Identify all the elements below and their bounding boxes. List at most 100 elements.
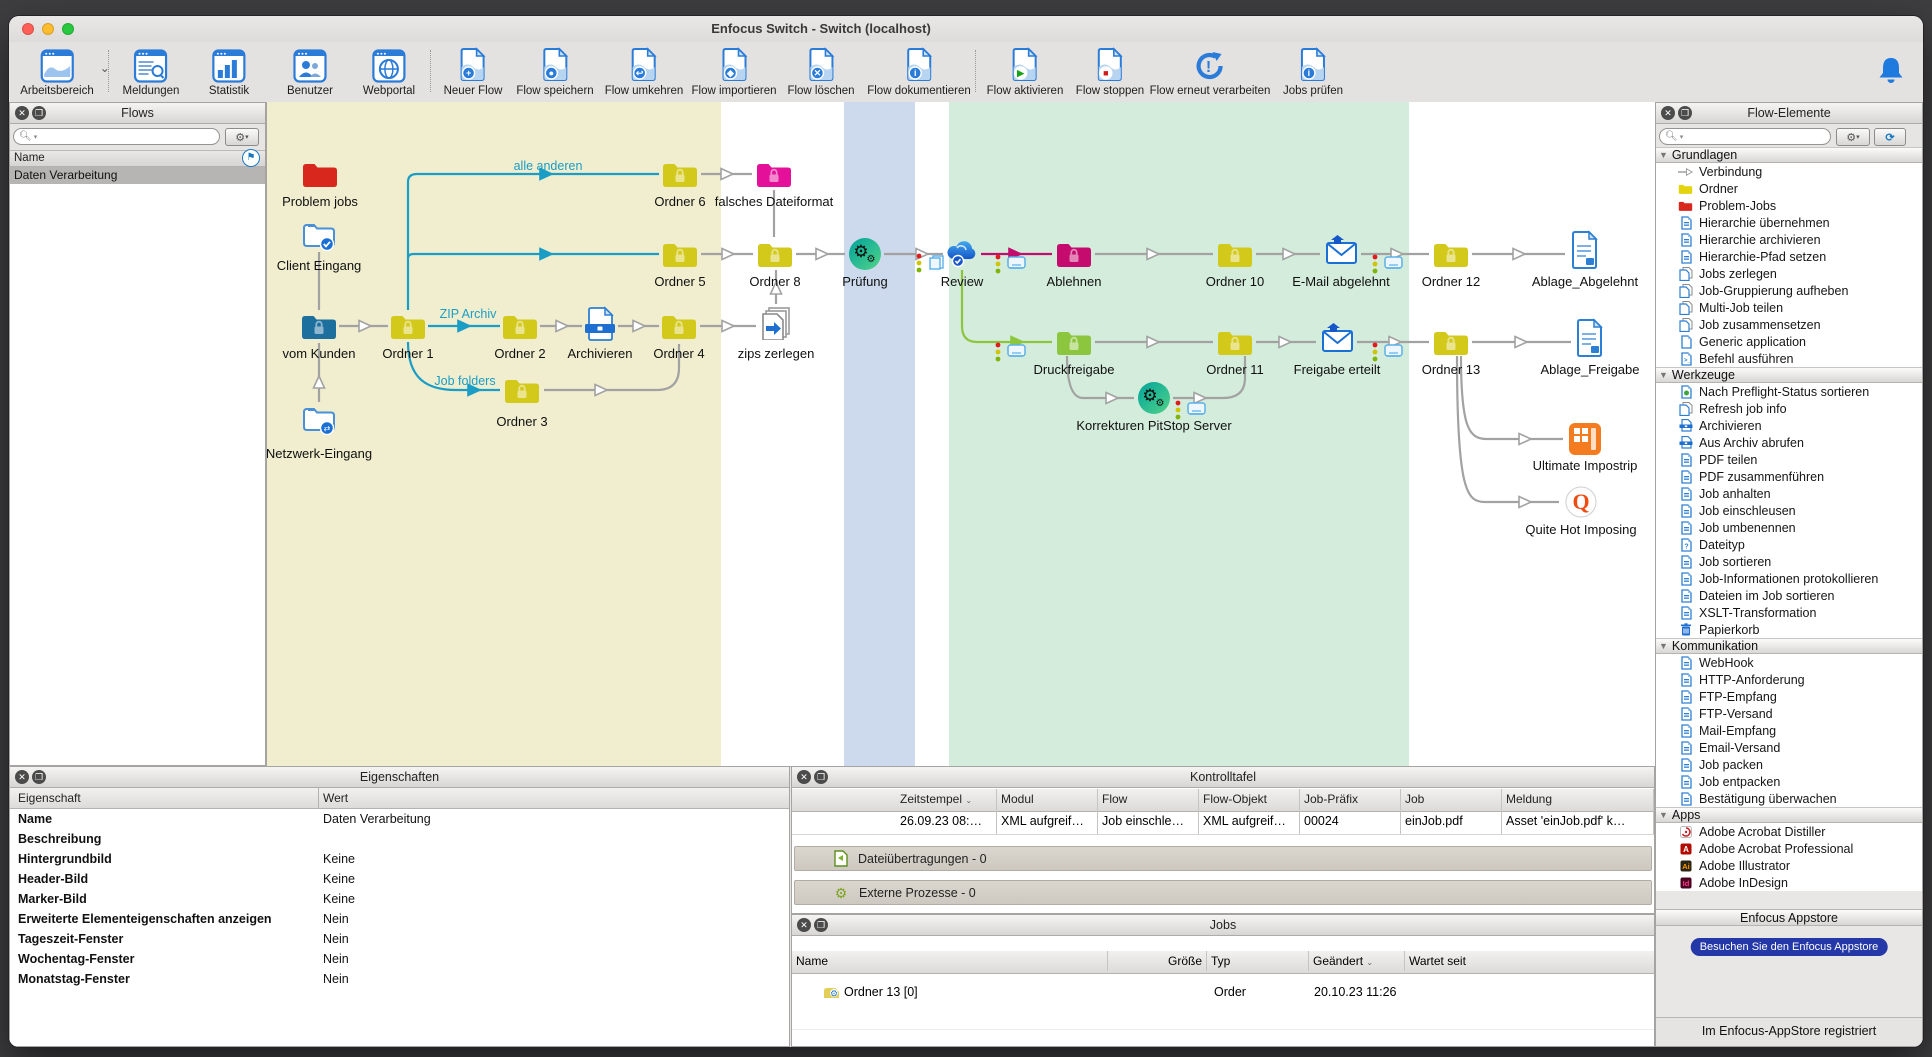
element-item-jobs-zerlegen[interactable]: Jobs zerlegen <box>1656 265 1922 282</box>
column-header-6[interactable]: Meldung <box>1502 789 1654 811</box>
value-column-header[interactable]: Wert <box>323 791 349 805</box>
flow-node-ordner-2[interactable]: Ordner 2 <box>494 312 558 361</box>
zoom-traffic-button[interactable] <box>62 23 74 35</box>
column-header-1[interactable]: Modul <box>997 789 1098 811</box>
close-panel-icon[interactable]: ✕ <box>1661 106 1675 120</box>
jobs-col-size[interactable]: Größe <box>1108 951 1207 971</box>
flow-node-quite-hot-imposing[interactable]: Q Quite Hot Imposing <box>1525 486 1637 537</box>
flow-node-problem-jobs[interactable]: Problem jobs <box>282 160 358 209</box>
collapsed-section-externe-prozesse[interactable]: ⚙Externe Prozesse - 0 <box>794 880 1652 905</box>
element-item-dateien-im-job-sortieren[interactable]: Dateien im Job sortieren <box>1656 587 1922 604</box>
toolbar-button-flow-speichern[interactable]: ● Flow speichern <box>516 47 594 97</box>
element-item-hierarchie-archivieren[interactable]: Hierarchie archivieren <box>1656 231 1922 248</box>
flow-node-ordner-10[interactable]: Ordner 10 <box>1206 240 1273 289</box>
column-header-2[interactable]: Flow <box>1098 789 1199 811</box>
jobs-col-waiting[interactable]: Wartet seit <box>1409 954 1466 968</box>
element-item-pdf-zusammenführen[interactable]: PDF zusammenführen <box>1656 468 1922 485</box>
flow-node-archivieren[interactable]: Archivieren <box>567 306 634 361</box>
property-column-header[interactable]: Eigenschaft <box>18 791 81 805</box>
close-panel-icon[interactable]: ✕ <box>15 106 29 120</box>
flow-node-druckfreigabe[interactable]: Druckfreigabe <box>1034 328 1114 377</box>
flow-list-item[interactable]: Daten Verarbeitung <box>10 167 265 184</box>
filter-flag-icon[interactable]: ⚑ <box>242 149 260 167</box>
flow-node-falsches-dateiformat[interactable]: falsches Dateiformat <box>715 160 833 209</box>
detach-panel-icon[interactable]: ❐ <box>32 106 46 120</box>
element-item-email-versand[interactable]: Email-Versand <box>1656 739 1922 756</box>
toolbar-button-flow-löschen[interactable]: ✕ Flow löschen <box>787 47 855 97</box>
toolbar-button-jobs-prüfen[interactable]: i Jobs prüfen <box>1283 47 1343 97</box>
toolbar-button-arbeitsbereich[interactable]: Arbeitsbereich⌄ <box>20 47 110 97</box>
control-table-row[interactable]: 26.09.23 08:…XML aufgreif…Job einschle…X… <box>792 811 1654 835</box>
element-item-pdf-teilen[interactable]: PDF teilen <box>1656 451 1922 468</box>
detach-panel-icon[interactable]: ❐ <box>814 918 828 932</box>
toolbar-button-flow-erneut-verarbeiten[interactable]: ! Flow erneut verarbeiten <box>1150 47 1270 97</box>
elements-options-button[interactable]: ⚙▾ <box>1836 128 1870 146</box>
elements-search-input[interactable] <box>1683 129 1830 144</box>
flow-node-ordner-4[interactable]: Ordner 4 <box>653 312 717 361</box>
flow-node-ordner-8[interactable]: Ordner 8 <box>749 240 813 289</box>
elements-section-kommunikation[interactable]: ▼Kommunikation <box>1656 638 1922 654</box>
toolbar-button-flow-importieren[interactable]: ◆ Flow importieren <box>692 47 777 97</box>
element-item-job-entpacken[interactable]: Job entpacken <box>1656 773 1922 790</box>
flow-node-korrekturen-pitstop[interactable]: ⚙ ⚙ Korrekturen PitStop Server <box>1076 381 1232 433</box>
element-item-job-gruppierung-aufheben[interactable]: Job-Gruppierung aufheben <box>1656 282 1922 299</box>
flow-node-ablage-freigabe[interactable]: Ablage_Freigabe <box>1540 318 1640 377</box>
jobs-table-row[interactable]: ⚙ Ordner 13 [0] Order 20.10.23 11:26 <box>792 981 1654 1011</box>
close-panel-icon[interactable]: ✕ <box>15 770 29 784</box>
toolbar-button-neuer-flow[interactable]: + Neuer Flow <box>444 47 502 97</box>
element-item-job-packen[interactable]: Job packen <box>1656 756 1922 773</box>
element-item-job-anhalten[interactable]: Job anhalten <box>1656 485 1922 502</box>
element-item-aus-archiv-abrufen[interactable]: Aus Archiv abrufen <box>1656 434 1922 451</box>
titlebar[interactable]: Enfocus Switch - Switch (localhost) <box>9 16 1923 42</box>
column-header-4[interactable]: Job-Präfix <box>1300 789 1401 811</box>
visit-appstore-button[interactable]: Besuchen Sie den Enfocus Appstore <box>1690 938 1888 956</box>
column-header-5[interactable]: Job <box>1401 789 1502 811</box>
element-item-hierarchie-übernehmen[interactable]: Hierarchie übernehmen <box>1656 214 1922 231</box>
element-item-refresh-job-info[interactable]: Refresh job info <box>1656 400 1922 417</box>
flow-node-ordner-11[interactable]: Ordner 11 <box>1206 328 1273 377</box>
flow-node-ordner-3[interactable]: Ordner 3 <box>496 376 560 429</box>
flows-search-field[interactable]: 🔍︎▾ <box>13 128 220 145</box>
flow-node-ablehnen[interactable]: Ablehnen <box>1047 240 1112 289</box>
toolbar-button-flow-umkehren[interactable]: ↩ Flow umkehren <box>605 47 683 97</box>
element-item-http-anforderung[interactable]: HTTP-Anforderung <box>1656 671 1922 688</box>
column-header-0[interactable]: Zeitstempel ⌄ <box>896 789 997 811</box>
flow-canvas[interactable]: Problem jobs Client Eingang vom Kunden O… <box>266 102 1658 767</box>
element-item-xslt-transformation[interactable]: XSLT-Transformation <box>1656 604 1922 621</box>
element-item-ftp-versand[interactable]: FTP-Versand <box>1656 705 1922 722</box>
detach-panel-icon[interactable]: ❐ <box>1678 106 1692 120</box>
element-item-problem-jobs[interactable]: Problem-Jobs <box>1656 197 1922 214</box>
element-item-adobe-acrobat-distiller[interactable]: Adobe Acrobat Distiller <box>1656 823 1922 840</box>
flow-node-ordner-6[interactable]: Ordner 6 <box>654 160 718 209</box>
toolbar-button-flow-aktivieren[interactable]: ▶ Flow aktivieren <box>987 47 1063 97</box>
elements-section-grundlagen[interactable]: ▼Grundlagen <box>1656 147 1922 163</box>
elements-section-werkzeuge[interactable]: ▼Werkzeuge <box>1656 367 1922 383</box>
element-item-papierkorb[interactable]: Papierkorb <box>1656 621 1922 638</box>
element-item-job-sortieren[interactable]: Job sortieren <box>1656 553 1922 570</box>
elements-section-apps[interactable]: ▼Apps <box>1656 807 1922 823</box>
minimize-traffic-button[interactable] <box>42 23 54 35</box>
appstore-section-header[interactable]: Enfocus Appstore <box>1656 909 1922 926</box>
flow-node-ordner-5[interactable]: Ordner 5 <box>654 240 718 289</box>
flow-node-pruefung[interactable]: ⚙ ⚙ Prüfung <box>842 237 899 289</box>
element-item-nach-preflight-status-sortieren[interactable]: Nach Preflight-Status sortieren <box>1656 383 1922 400</box>
flow-node-zips-zerlegen[interactable]: zips zerlegen <box>738 306 814 361</box>
jobs-col-type[interactable]: Typ <box>1207 951 1309 971</box>
close-panel-icon[interactable]: ✕ <box>797 918 811 932</box>
element-item-job-zusammensetzen[interactable]: Job zusammensetzen <box>1656 316 1922 333</box>
toolbar-button-benutzer[interactable]: Benutzer <box>287 47 333 97</box>
element-item-ftp-empfang[interactable]: FTP-Empfang <box>1656 688 1922 705</box>
flow-node-ordner-1[interactable]: Ordner 1 <box>382 312 446 361</box>
notification-bell-icon[interactable] <box>1877 56 1905 91</box>
element-item-verbindung[interactable]: Verbindung <box>1656 163 1922 180</box>
element-item-job-einschleusen[interactable]: Job einschleusen <box>1656 502 1922 519</box>
